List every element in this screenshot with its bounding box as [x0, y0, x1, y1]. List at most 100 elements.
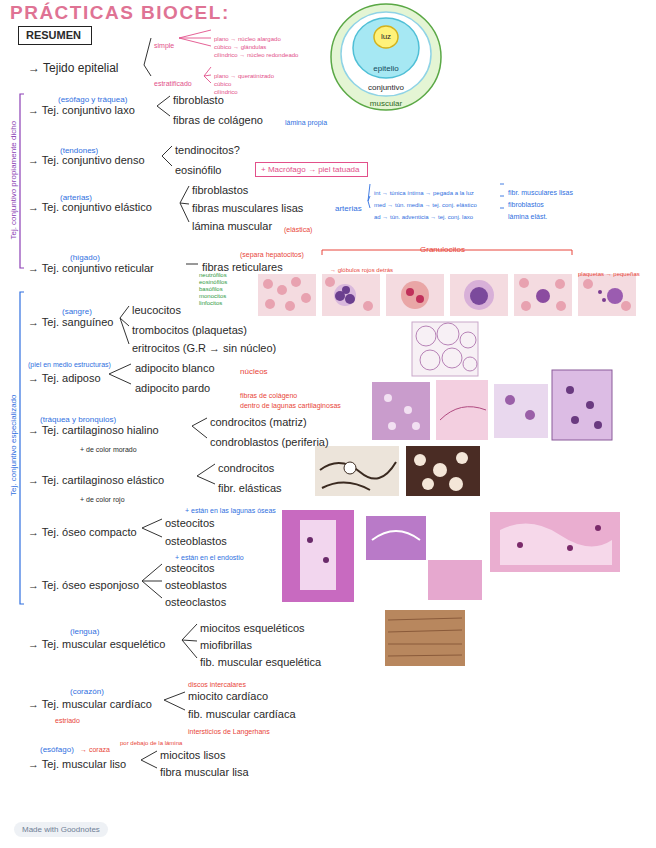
drawing-part [120, 306, 129, 344]
label-holder: (corazón) [70, 680, 104, 698]
label-holder: med → tún. media → tej. conj. elástico [374, 193, 477, 211]
note-text: → Tej. cartilaginoso hialino [28, 424, 159, 437]
note-text: fib. muscular cardíaca [188, 708, 296, 721]
label-holder: estratificado [154, 72, 192, 90]
note-text: fibr. musculares lisas [508, 189, 573, 197]
note-text: → Tej. conjuntivo elástico [28, 201, 152, 214]
label-holder: simple [154, 34, 174, 52]
label-holder: → Tejido epitelial [28, 58, 119, 76]
label-holder: (esófago y tráquea) [58, 88, 127, 106]
drawing-part [180, 186, 189, 222]
note-text: simple [154, 42, 174, 50]
note-text: tendinocitos? [175, 144, 240, 157]
label-holder: condroblastos (periferia) [210, 432, 329, 450]
label-holder: (lengua) [70, 620, 99, 638]
label-holder: → Tej. conjuntivo denso [28, 150, 145, 168]
layer-ellipse: muscularconjuntivoepitelioluz [330, 3, 442, 111]
note-box: + Macrófago → piel tatuada [255, 162, 368, 177]
note-text: eritrocitos (G.R → sin núcleo) [132, 342, 276, 355]
drawing-part [182, 624, 197, 658]
group-bracket [20, 292, 24, 604]
label-holder: estriado [55, 709, 80, 727]
drawing-part [414, 454, 426, 466]
drawing-part [307, 537, 313, 543]
note-text: núcleos [240, 367, 268, 376]
drawing-part [519, 278, 529, 288]
bone-micrographs [282, 510, 620, 602]
label-holder: cúbico → glándulas [214, 35, 266, 53]
label-holder: → Tej. conjuntivo elástico [28, 197, 152, 215]
note-text: → coraza [80, 746, 110, 754]
drawing-part [325, 277, 335, 287]
drawing-part [388, 422, 396, 430]
label-holder: adipocito blanco [135, 358, 215, 376]
drawing-part [291, 277, 301, 287]
note-text: fibras musculares lisas [192, 202, 303, 215]
label-holder: → Tej. cartilaginoso elástico [28, 470, 164, 488]
label-holder: plano → queratinizado [214, 64, 274, 82]
note-text: (tráquea y bronquios) [40, 415, 116, 424]
note-text: fibra muscular lisa [160, 766, 249, 779]
note-text: + de color rojo [80, 496, 125, 504]
label-holder: → Tej. conjuntivo reticular [28, 258, 154, 276]
drawing-part [388, 618, 462, 656]
note-text: cúbico → glándulas [214, 44, 266, 51]
note-text: osteocitos [165, 562, 215, 575]
drawing-part [602, 298, 606, 302]
drawing-part [320, 462, 396, 490]
drawing-part [436, 380, 488, 440]
note-text: int → túnica íntima → pegada a la luz [374, 190, 474, 197]
note-text: estriado [55, 717, 80, 725]
label-holder: discos intercalares [188, 673, 246, 691]
drawing-part [536, 289, 550, 303]
drawing-part [490, 512, 620, 572]
label-holder: → Tej. óseo esponjoso [28, 575, 139, 593]
drawing-part [583, 279, 593, 289]
drawing-part [300, 520, 336, 590]
label-holder: tendinocitos? [175, 140, 240, 158]
label-holder: → Tej. óseo compacto [28, 522, 137, 540]
note-text: (piel en medio estructuras) [28, 361, 111, 369]
note-text: miocitos esqueléticos [200, 622, 305, 635]
label-holder: cúbico [214, 72, 231, 90]
label-holder: ad → tún. adventicia → tej. conj. laxo [374, 205, 473, 223]
label-holder: plano → núcleo alargado [214, 27, 281, 45]
note-text: fibras de colágeno [173, 114, 263, 127]
ellipse-shape [341, 12, 431, 96]
label-holder: → Tej. muscular liso [28, 754, 126, 772]
label-holder: (hígado) [70, 246, 100, 264]
label-holder: + están en el endostio [175, 546, 244, 564]
label-holder: miocito cardíaco [188, 686, 268, 704]
drawing-part [621, 301, 631, 311]
node-text: conjuntivo [368, 83, 404, 92]
drawing-part [144, 38, 151, 76]
drawing-part [416, 326, 436, 346]
note-text: lámina propia [285, 119, 327, 127]
group-label: Tej. conjuntivo especializado [9, 394, 18, 495]
note-text: trombocitos (plaquetas) [132, 324, 247, 337]
drawing-part [401, 281, 429, 309]
note-text: (corazón) [70, 687, 104, 696]
drawing-part [384, 394, 392, 402]
label-holder: + de color rojo [80, 488, 125, 506]
label-holder: lámina muscular [192, 216, 272, 234]
note-text: → Tej. adiposo [28, 372, 101, 385]
drawing-part [420, 350, 440, 370]
drawing-part [368, 184, 370, 208]
label-holder: (sangre) [62, 300, 92, 318]
note-text: fib. muscular esquelética [200, 656, 321, 669]
note-text: miocito cardíaco [188, 690, 268, 703]
note-text: fibroblastos [192, 184, 248, 197]
label-holder: osteoclastos [165, 592, 226, 610]
note-text: fibroblastos [508, 201, 544, 209]
label-holder: fibras de colágeno [240, 384, 297, 402]
note-text: discos intercalares [188, 681, 246, 689]
label-holder: fib. muscular esquelética [200, 652, 321, 670]
note-text: (lengua) [70, 627, 99, 636]
note-text: condrocitos [218, 462, 274, 475]
drawing-part [500, 524, 612, 565]
drawing-part [456, 452, 468, 464]
drawing-part [567, 545, 573, 551]
label-holder: miocitos esqueléticos [200, 618, 305, 636]
